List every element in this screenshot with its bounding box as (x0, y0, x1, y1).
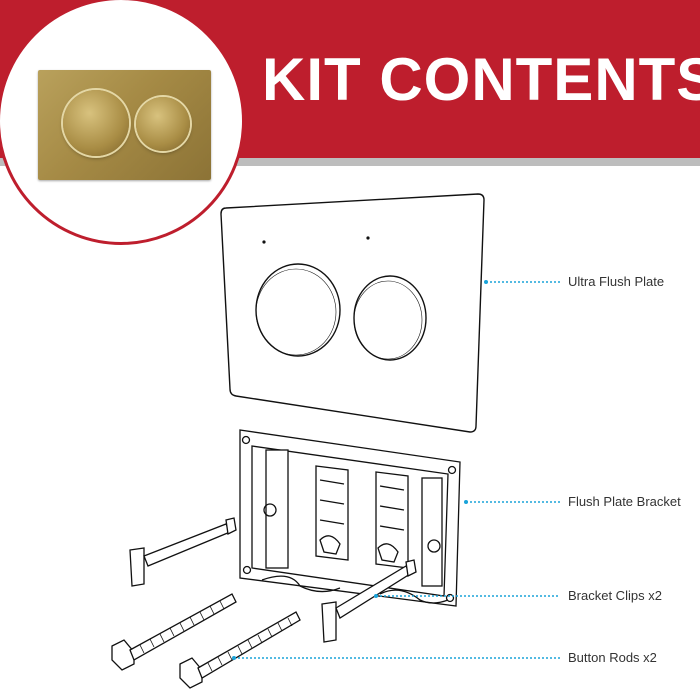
small-flush-button-image (136, 97, 190, 151)
page-title: KIT CONTENTS (262, 46, 700, 113)
product-photo-circle (0, 0, 245, 245)
large-flush-button-image (63, 90, 129, 156)
bracket-clip-right-drawing (321, 559, 417, 643)
button-rod-left-drawing (111, 593, 237, 671)
callout-button-rods: Button Rods x2 (568, 650, 657, 665)
bracket-clip-left-drawing (129, 517, 237, 587)
callout-flush-plate-bracket: Flush Plate Bracket (568, 494, 681, 509)
button-rod-right-drawing (179, 611, 301, 689)
banner-divider (0, 158, 700, 166)
callout-bracket-clips: Bracket Clips x2 (568, 588, 662, 603)
gold-flush-plate-image (38, 70, 211, 180)
flush-plate-bracket-drawing (239, 429, 461, 607)
callout-lines (232, 280, 560, 660)
ultra-flush-plate-drawing (220, 193, 485, 433)
callout-ultra-flush-plate: Ultra Flush Plate (568, 274, 665, 289)
